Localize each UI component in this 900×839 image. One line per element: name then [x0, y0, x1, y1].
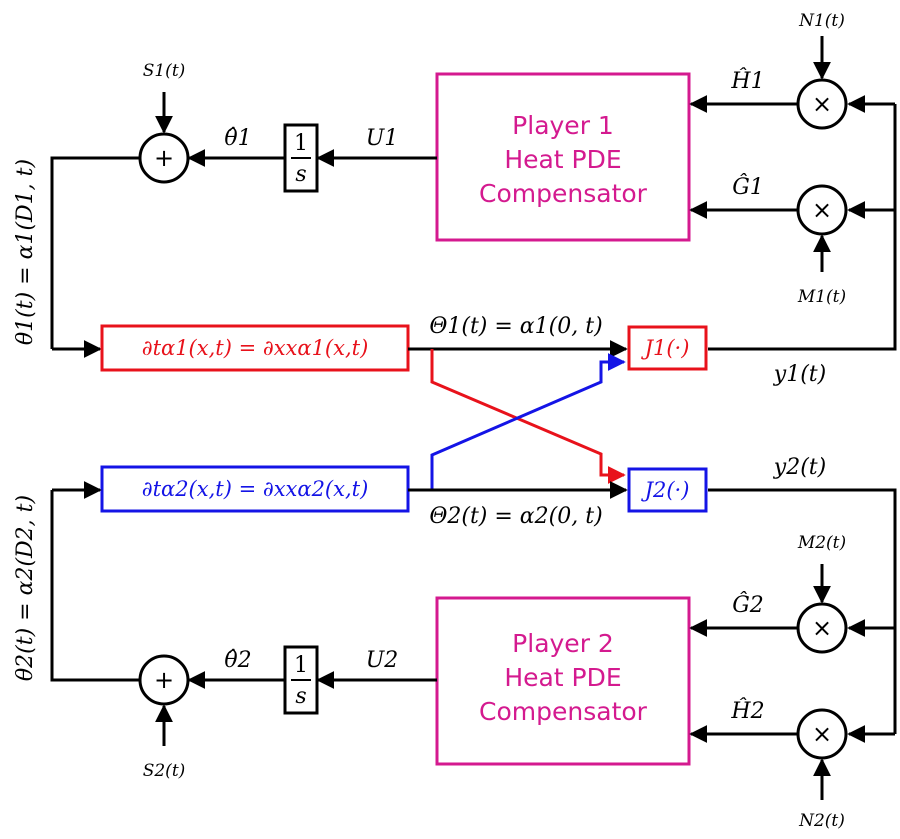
multiplier-n1-symbol: × [812, 90, 832, 118]
multiplier-n2 [796, 708, 848, 760]
pde2-block [100, 465, 410, 513]
player1-line2: Heat PDE [504, 145, 621, 174]
pde2-equation: ∂tα2(x,t) = ∂xxα2(x,t) [142, 477, 369, 501]
signal-Theta1: Θ1(t) = α1(0, t) [429, 314, 602, 339]
signal-n1: N1(t) [798, 11, 845, 31]
player1-line3: Compensator [479, 179, 648, 208]
j2-block [627, 467, 708, 513]
signal-theta-hat1: θ̂1 [224, 126, 251, 151]
signal-theta2: θ2(t) = α2(D2, t) [13, 495, 38, 681]
signal-theta-hat2: θ̂2 [224, 648, 251, 673]
signal-g1: Ĝ1 [732, 173, 764, 200]
signal-h1: Ĥ1 [730, 67, 764, 94]
j1-block [627, 325, 708, 371]
multiplier-m1-symbol: × [812, 196, 832, 224]
integrator-1-den: s [295, 162, 306, 187]
signal-s1: S1(t) [143, 61, 186, 81]
player1-title: Player 1 [512, 111, 614, 140]
player2-compensator-box [435, 596, 691, 766]
signal-y2: y2(t) [773, 455, 826, 480]
summer-1-symbol: + [154, 144, 174, 172]
player1-compensator-box [435, 72, 691, 242]
pde1-equation: ∂tα1(x,t) = ∂xxα1(x,t) [142, 336, 369, 360]
pde1-block [100, 324, 410, 372]
j2-label: J2(·) [641, 478, 690, 502]
signal-u1: U1 [366, 126, 399, 151]
signal-u2: U2 [366, 648, 399, 673]
player2-line3: Compensator [479, 697, 648, 726]
signal-theta1: θ1(t) = α1(D1, t) [13, 159, 38, 345]
integrator-2-den: s [295, 684, 306, 709]
signal-g2: Ĝ2 [732, 591, 764, 618]
signal-m2: M2(t) [797, 533, 846, 553]
integrator-2-num: 1 [294, 653, 308, 678]
signal-h2: Ĥ2 [730, 697, 764, 724]
signal-Theta2: Θ2(t) = α2(0, t) [429, 504, 602, 529]
signal-n2: N2(t) [798, 811, 845, 831]
multiplier-n2-symbol: × [812, 720, 832, 748]
integrator-1-num: 1 [294, 131, 308, 156]
multiplier-m2-symbol: × [812, 614, 832, 642]
multiplier-n1 [796, 78, 848, 130]
multiplier-m2 [796, 602, 848, 654]
multiplier-m1 [796, 184, 848, 236]
j1-label: J1(·) [641, 336, 690, 360]
signal-s2: S2(t) [143, 761, 186, 781]
signal-y1: y1(t) [773, 362, 826, 387]
summer-2-symbol: + [154, 666, 174, 694]
signal-m1: M1(t) [797, 287, 846, 307]
player2-title: Player 2 [512, 629, 614, 658]
player2-line2: Heat PDE [504, 663, 621, 692]
